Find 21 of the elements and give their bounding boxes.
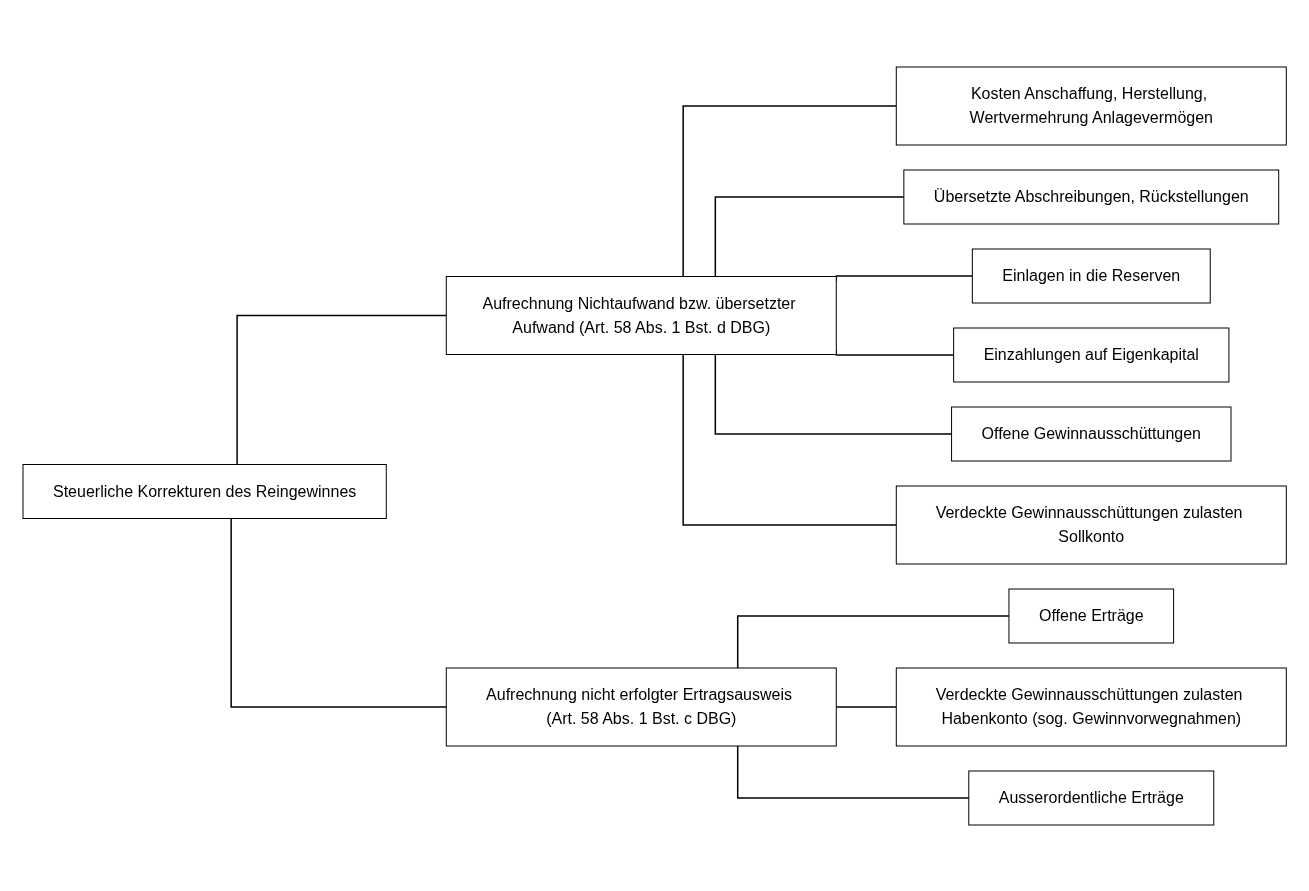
node-box: Offene Gewinnausschüttungen <box>950 406 1232 461</box>
connector <box>835 705 897 708</box>
connector <box>714 353 953 435</box>
node-box: Offene Erträge <box>1008 588 1174 643</box>
connector <box>682 104 897 277</box>
node-box: Aufrechnung nicht erfolgter Ertragsausweis (Art. 58 Abs. 1 Bst. c DBG) <box>445 667 837 746</box>
node-box: Verdeckte Gewinnausschüttungen zulasten Sollkonto <box>895 485 1287 564</box>
connector <box>736 614 1010 669</box>
connector <box>230 517 447 708</box>
connector <box>714 195 905 277</box>
node-box: Einzahlungen auf Eigenkapital <box>953 327 1230 382</box>
connector <box>736 744 970 799</box>
connector <box>236 314 447 465</box>
node-box: Ausserordentliche Erträge <box>968 770 1215 825</box>
node-box: Kosten Anschaffung, Herstellung, Wertvermehrung Anlagevermögen <box>895 66 1287 145</box>
node-box: Übersetzte Abschreibungen, Rückstellungen <box>903 169 1280 224</box>
connector <box>682 353 897 526</box>
node-box: Einlagen in die Reserven <box>971 248 1211 303</box>
node-box: Steuerliche Korrekturen des Reingewinnes <box>22 463 387 519</box>
node-box: Verdeckte Gewinnausschüttungen zulasten Habenkonto (sog. Gewinnvorwegnahmen) <box>895 667 1287 746</box>
node-box: Aufrechnung Nichtaufwand bzw. übersetzter Aufwand (Art. 58 Abs. 1 Bst. d DBG) <box>445 275 837 355</box>
